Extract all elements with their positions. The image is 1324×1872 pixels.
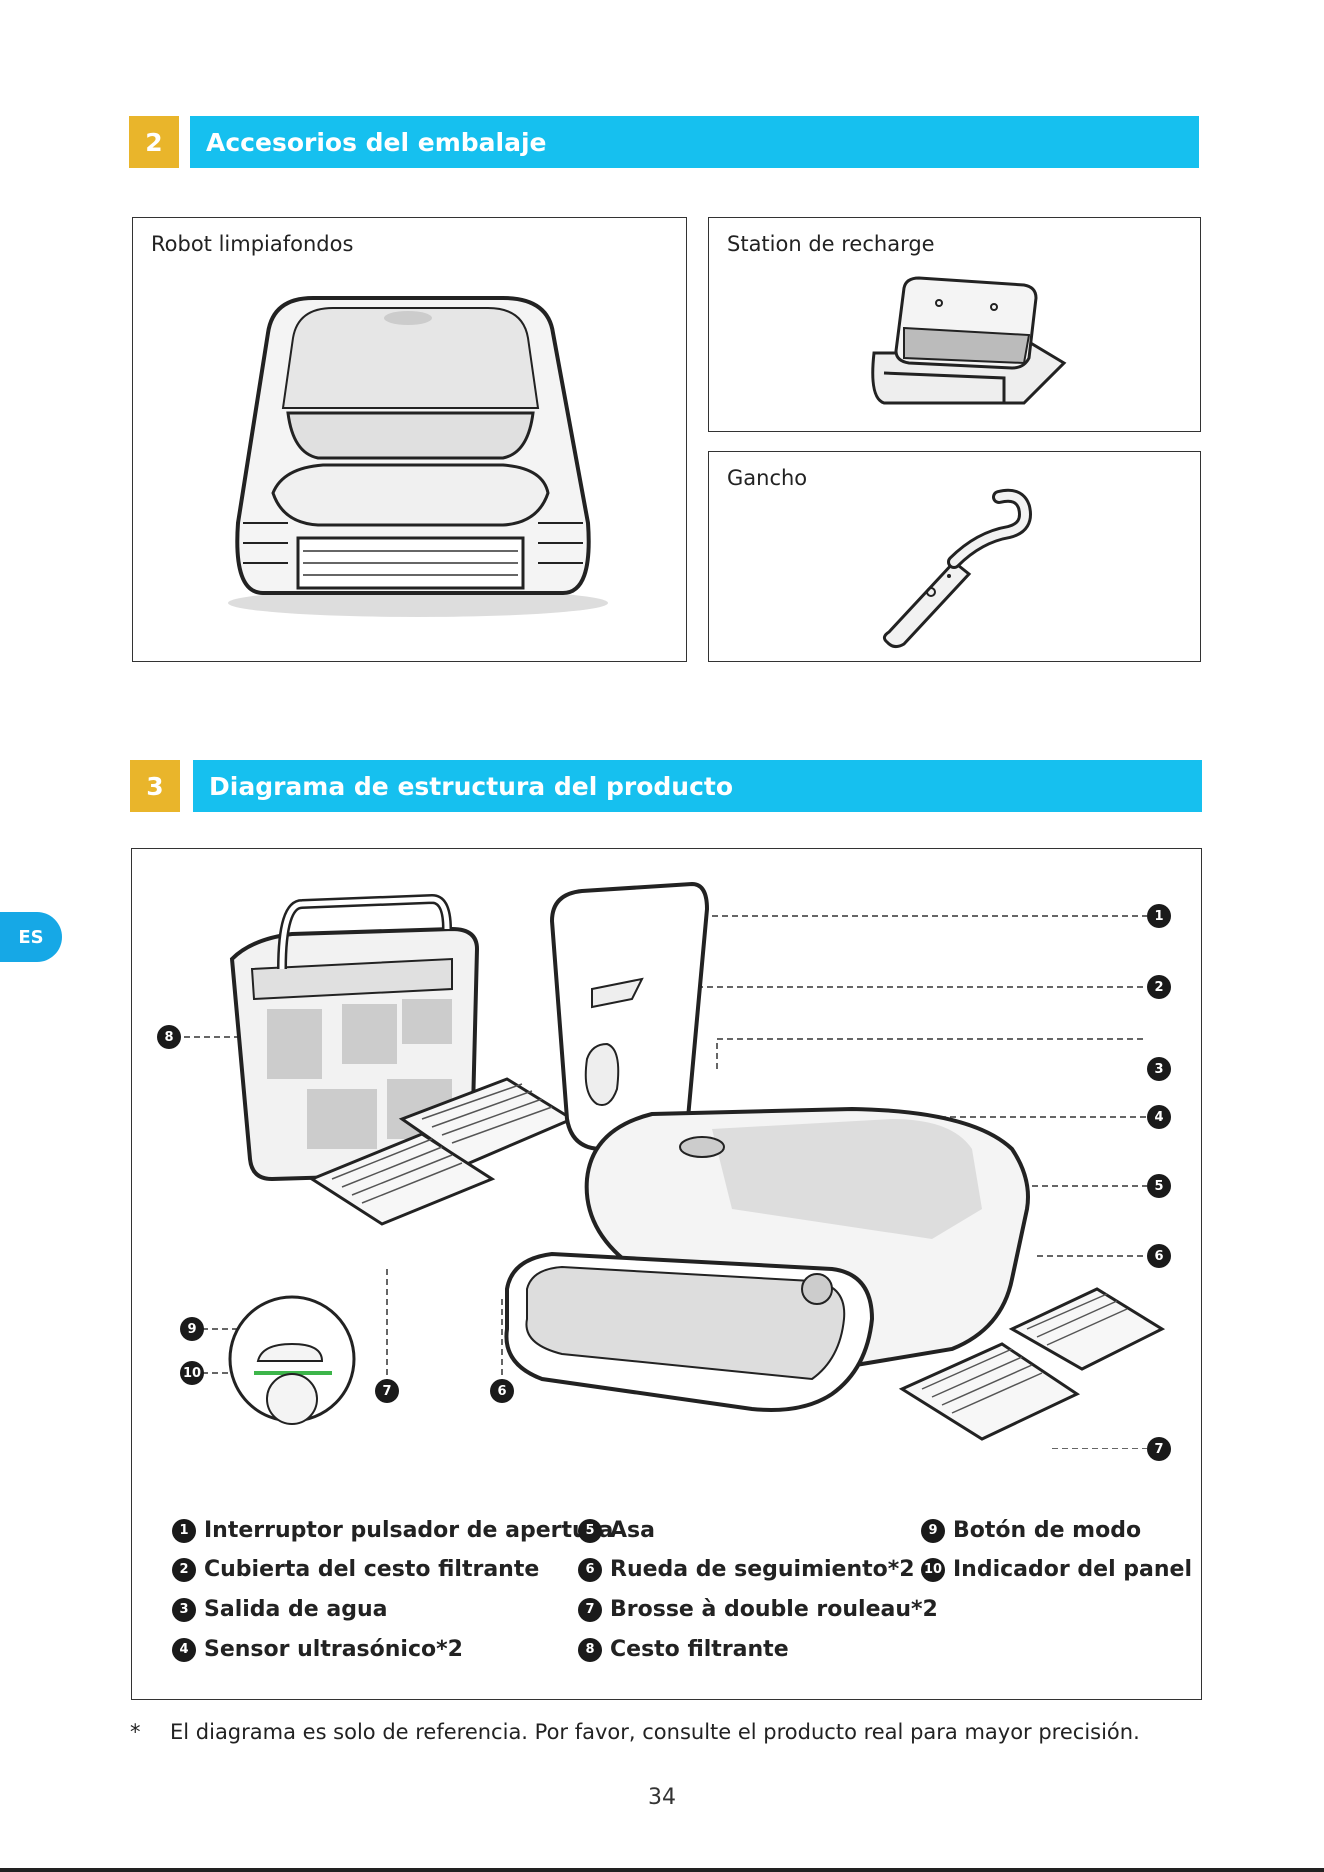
section-3-number: 3 bbox=[130, 760, 180, 812]
hook-label: Gancho bbox=[727, 466, 808, 490]
callout-3: 3 bbox=[1147, 1057, 1171, 1081]
footnote: * El diagrama es solo de referencia. Por … bbox=[130, 1720, 1140, 1744]
robot-accessory-box: Robot limpiafondos bbox=[132, 217, 687, 662]
callout-7-left: 7 bbox=[375, 1379, 399, 1403]
callout-2: 2 bbox=[1147, 975, 1171, 999]
language-tab-es: ES bbox=[0, 912, 62, 962]
robot-label: Robot limpiafondos bbox=[151, 232, 354, 256]
callout-6: 6 bbox=[1147, 1244, 1171, 1268]
callout-5: 5 bbox=[1147, 1174, 1171, 1198]
bottom-rule bbox=[0, 1868, 1324, 1872]
section-2-number: 2 bbox=[129, 116, 179, 168]
station-label: Station de recharge bbox=[727, 232, 935, 256]
page-number: 34 bbox=[648, 1785, 676, 1810]
callout-7: 7 bbox=[1147, 1437, 1171, 1461]
callout-6-left: 6 bbox=[490, 1379, 514, 1403]
callout-4: 4 bbox=[1147, 1105, 1171, 1129]
structure-diagram-box: 1 2 3 4 5 6 7 8 9 10 6 7 bbox=[131, 848, 1202, 1700]
hook-accessory-box: Gancho bbox=[708, 451, 1201, 662]
footnote-star: * bbox=[130, 1720, 141, 1744]
callout-8: 8 bbox=[157, 1025, 181, 1049]
hook-illustration bbox=[882, 488, 1032, 649]
footnote-text: El diagrama es solo de referencia. Por f… bbox=[170, 1720, 1140, 1744]
structure-diagram bbox=[174, 881, 1166, 1449]
section-3-title: Diagrama de estructura del producto bbox=[193, 760, 1202, 812]
charging-station-illustration bbox=[871, 276, 1067, 405]
callout-10: 10 bbox=[180, 1361, 204, 1385]
callout-9: 9 bbox=[180, 1317, 204, 1341]
robot-illustration bbox=[228, 296, 608, 617]
station-accessory-box: Station de recharge bbox=[708, 217, 1201, 432]
callout-1: 1 bbox=[1147, 904, 1171, 928]
section-2-title: Accesorios del embalaje bbox=[190, 116, 1199, 168]
